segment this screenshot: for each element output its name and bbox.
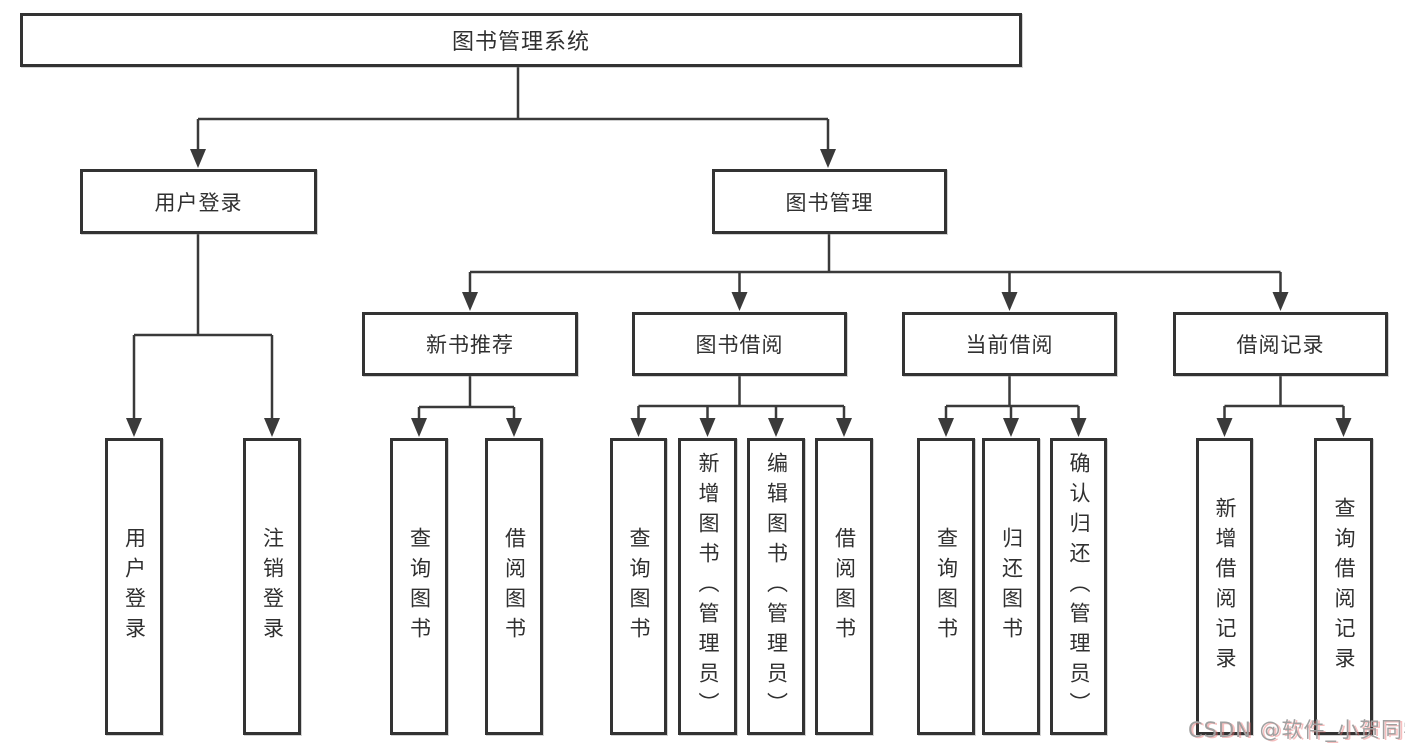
leaf-current-confirm: 确认归还（管理员） [1050, 438, 1107, 735]
leaf-newbook-borrow: 借阅图书 [485, 438, 543, 735]
leaf-bookborrow-borrow: 借阅图书 [815, 438, 873, 735]
leaf-newbook-query: 查询图书 [390, 438, 448, 735]
leaf-bookborrow-query: 查询图书 [610, 438, 667, 735]
arrowheads [126, 149, 1352, 437]
node-current-borrow: 当前借阅 [902, 312, 1117, 376]
leaf-bookborrow-add: 新增图书（管理员） [678, 438, 737, 735]
leaf-bookborrow-edit: 编辑图书（管理员） [747, 438, 805, 735]
leaf-user-login: 用户登录 [105, 438, 163, 735]
node-borrow-record: 借阅记录 [1173, 312, 1388, 376]
leaf-record-query: 查询借阅记录 [1314, 438, 1373, 735]
node-book-management: 图书管理 [712, 169, 947, 234]
leaf-current-query: 查询图书 [917, 438, 975, 735]
leaf-current-return: 归还图书 [982, 438, 1040, 735]
leaf-logout: 注销登录 [243, 438, 301, 735]
leaf-record-add: 新增借阅记录 [1196, 438, 1253, 735]
node-book-borrow: 图书借阅 [632, 312, 847, 376]
node-user-login: 用户登录 [80, 169, 317, 234]
node-root: 图书管理系统 [20, 13, 1022, 67]
connector-lines [132, 67, 1345, 421]
node-new-book-recommend: 新书推荐 [362, 312, 578, 376]
watermark: CSDN @软件_小贺同学 [1188, 718, 1405, 742]
